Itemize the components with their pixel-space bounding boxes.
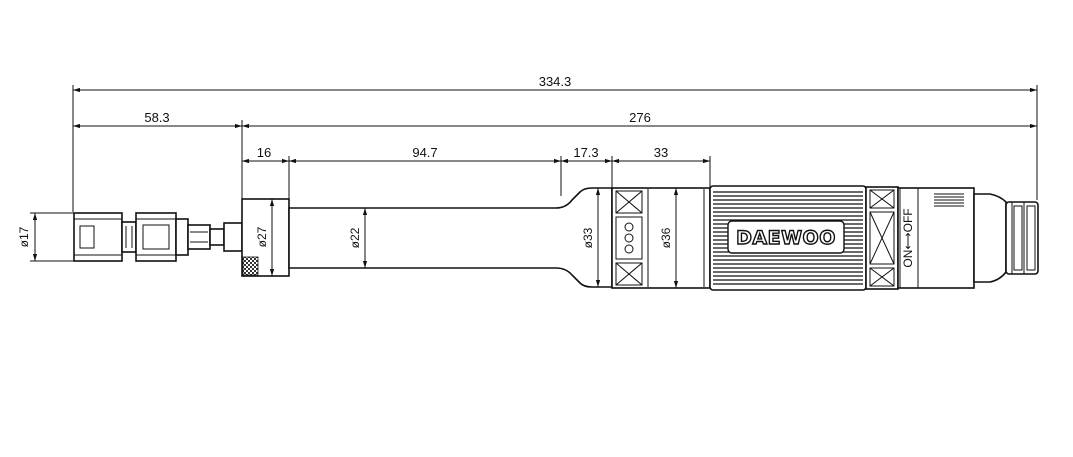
- dim-rear: 276: [629, 110, 651, 125]
- brand-logo: DAEWOO: [736, 227, 836, 249]
- dim-overall: 334.3: [539, 74, 572, 89]
- dia-nut: ø33: [581, 227, 595, 248]
- dimension-lines: 334.3 58.3 276 16 94.7 17.3 33: [72, 74, 1038, 212]
- dia-shaft: ø22: [348, 227, 362, 248]
- air-inlet: [1005, 201, 1039, 275]
- extension-shaft: [288, 187, 613, 288]
- dim-shaft: 94.7: [412, 145, 437, 160]
- switch-section: [865, 186, 899, 290]
- vent-slots: [934, 193, 964, 207]
- diameter-callouts: ø17 ø27 ø22 ø33 ø36: [17, 188, 679, 288]
- brand-plate: [727, 220, 845, 254]
- spindle: [175, 218, 243, 256]
- switch-label: ON⟷OFF: [901, 208, 915, 267]
- rear-housing[interactable]: ON⟷OFF: [897, 187, 1007, 289]
- dia-collar: ø27: [255, 226, 269, 247]
- collet-nut: [73, 212, 137, 262]
- dim-collar: 16: [257, 145, 271, 160]
- front-collar: [241, 198, 290, 277]
- dim-nut: 33: [654, 145, 668, 160]
- lock-nut: [611, 187, 711, 289]
- tool-body: DAEWOO ON⟷OFF: [73, 185, 1039, 291]
- collet-hex: [135, 212, 177, 262]
- grip-body: DAEWOO: [709, 185, 867, 291]
- dia-body: ø36: [659, 227, 673, 248]
- dim-taper: 17.3: [573, 145, 598, 160]
- dia-collet: ø17: [17, 226, 31, 247]
- dim-front: 58.3: [144, 110, 169, 125]
